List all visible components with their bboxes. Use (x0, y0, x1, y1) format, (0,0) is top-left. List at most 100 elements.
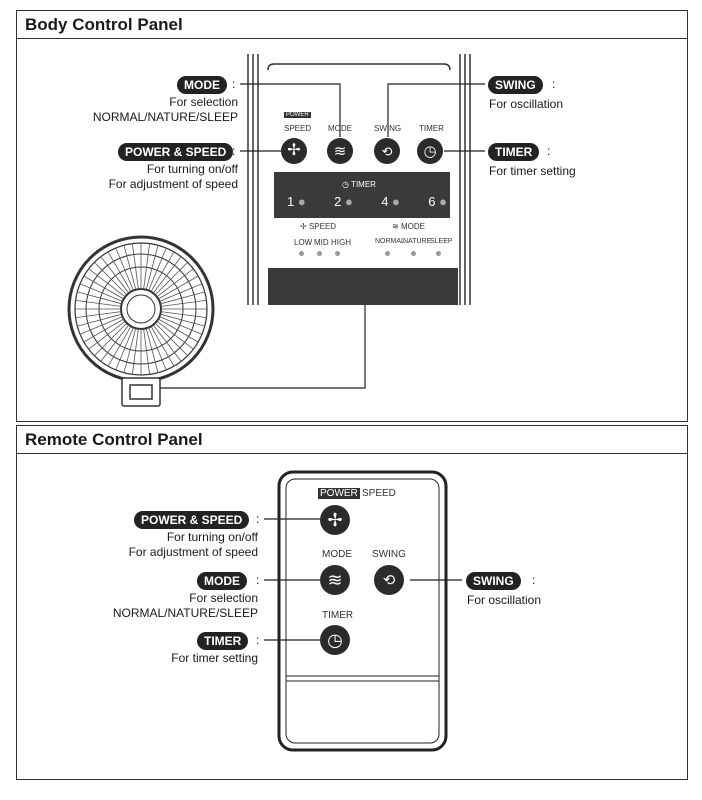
body-bottom-panel (268, 268, 458, 305)
fan-grille-spoke (88, 268, 126, 298)
desc-line: For timer setting (171, 651, 258, 665)
fan-grille-spoke (131, 328, 139, 375)
fan-grille-spoke (148, 327, 167, 371)
mode-sleep: SLEEP (430, 238, 453, 245)
colon: : (547, 144, 551, 158)
remote-timer-label: TIMER (322, 610, 354, 621)
fan-grille-spoke (107, 326, 132, 367)
colon: : (256, 633, 260, 647)
remote-mode-button[interactable]: ≋ (320, 565, 350, 595)
speed-low-led (299, 251, 304, 256)
fan-grille-spoke (143, 243, 151, 290)
fan-grille-spoke (107, 251, 132, 292)
fan-grille-spoke (143, 328, 151, 375)
remote-power-speed-desc: For turning on/off For adjustment of spe… (129, 530, 258, 560)
desc-line: For timer setting (489, 164, 576, 178)
body-power-badge: POWER (284, 112, 311, 118)
mode-nature-led (411, 251, 416, 256)
desc-line: For oscillation (467, 593, 542, 607)
colon: : (232, 77, 236, 91)
speed-text: SPEED (308, 222, 337, 231)
desc-line: For selection (189, 591, 258, 605)
remote-panel-title: Remote Control Panel (17, 426, 687, 454)
remote-timer-button[interactable]: ◷ (320, 625, 350, 655)
fan-grille-spoke (145, 328, 159, 373)
body-panel-title: Body Control Panel (17, 11, 687, 39)
mode-sleep-led (436, 251, 441, 256)
fan-grille-spoke (150, 251, 175, 292)
timer-hour-6: 6 ● (428, 194, 447, 209)
remote-control-panel-section: Remote Control Panel (16, 425, 688, 780)
fan-grille-spoke (150, 326, 175, 367)
fan-grille-spoke (94, 262, 128, 296)
body-display-timer-label: ◷ TIMER (342, 180, 376, 189)
timer-text: TIMER (351, 180, 376, 189)
hour-val: 6 (428, 194, 436, 209)
fan-grille-spoke (154, 322, 188, 356)
fan-bracket (121, 377, 161, 407)
remote-power-badge: POWER (318, 488, 360, 499)
fan-grille-spoke (94, 322, 128, 356)
body-unit (247, 54, 471, 305)
fan-grille-spoke (159, 283, 203, 302)
remote-mode-pill: MODE (197, 572, 247, 590)
body-mode-indicator-label: ≋ MODE (392, 222, 425, 231)
hour-val: 2 (334, 194, 342, 209)
fan-grille-spoke (158, 318, 199, 343)
fan-grille-spoke (100, 324, 130, 362)
fan-grille-spoke (160, 299, 207, 307)
mode-normal: NORMAL (375, 238, 405, 245)
body-swing-label: SWING (374, 124, 402, 133)
remote-swing-label: SWING (372, 549, 406, 560)
remote-swing-button[interactable]: ⟲ (374, 565, 404, 595)
speed-low: LOW (294, 238, 313, 247)
fan-grille-spoke (77, 291, 122, 305)
remote-timer-desc: For timer setting (171, 651, 258, 666)
fan-grille-spoke (83, 318, 124, 343)
mode-text: MODE (400, 222, 425, 231)
colon: : (232, 144, 236, 158)
speed-high: HIGH (331, 238, 351, 247)
desc-line: For turning on/off (146, 162, 238, 176)
fan-grille-spoke (79, 316, 123, 335)
colon: : (256, 573, 260, 587)
swing-arrows-icon: ⟲ (382, 572, 396, 589)
desc-line: For adjustment of speed (108, 177, 238, 191)
fan-grille-spoke (148, 247, 167, 291)
mode-nature: NATURE (403, 238, 432, 245)
body-power-speed-desc: For turning on/off For adjustment of spe… (109, 162, 238, 192)
body-mode-button[interactable]: ≋ (327, 138, 353, 164)
body-display-panel (274, 172, 450, 218)
remote-timer-pill: TIMER (197, 632, 249, 650)
fan-grille-spoke (79, 283, 123, 302)
body-swing-pill: SWING (488, 76, 543, 94)
remote-mode-desc: For selection NORMAL/NATURE/SLEEP (113, 591, 258, 621)
remote-power-speed-button[interactable]: ✢ (320, 505, 350, 535)
remote-swing-desc: For oscillation (467, 593, 541, 608)
body-speed-label: SPEED (284, 124, 312, 133)
body-power-speed-button[interactable]: ✢ (281, 138, 307, 164)
swing-arrows-icon: ⟲ (381, 143, 393, 159)
body-mode-pill: MODE (177, 76, 227, 94)
fan-grille-spoke (83, 275, 124, 300)
timer-hour-4: 4 ● (381, 194, 400, 209)
body-mode-label: MODE (328, 124, 352, 133)
remote-body (277, 470, 448, 752)
fan-grille-spoke (115, 327, 134, 371)
remote-power-speed-pill: POWER & SPEED (134, 511, 250, 529)
body-swing-button[interactable]: ⟲ (374, 138, 400, 164)
body-timer-desc: For timer setting (489, 164, 576, 179)
fan-grille-spoke (158, 275, 199, 300)
remote-swing-pill: SWING (466, 572, 521, 590)
fan-grille-spoke (160, 313, 205, 327)
body-swing-desc: For oscillation (489, 97, 563, 112)
fan-icon: ✢ (327, 509, 343, 530)
mode-normal-led (385, 251, 390, 256)
wave-icon: ≋ (392, 222, 399, 231)
desc-line: NORMAL/NATURE/SLEEP (92, 110, 238, 124)
timer-hours: 1 ● 2 ● 4 ● 6 ● (287, 194, 447, 209)
fan-grille-spoke (75, 311, 122, 319)
body-timer-button[interactable]: ◷ (417, 138, 443, 164)
fan-grille-spoke (100, 256, 130, 294)
